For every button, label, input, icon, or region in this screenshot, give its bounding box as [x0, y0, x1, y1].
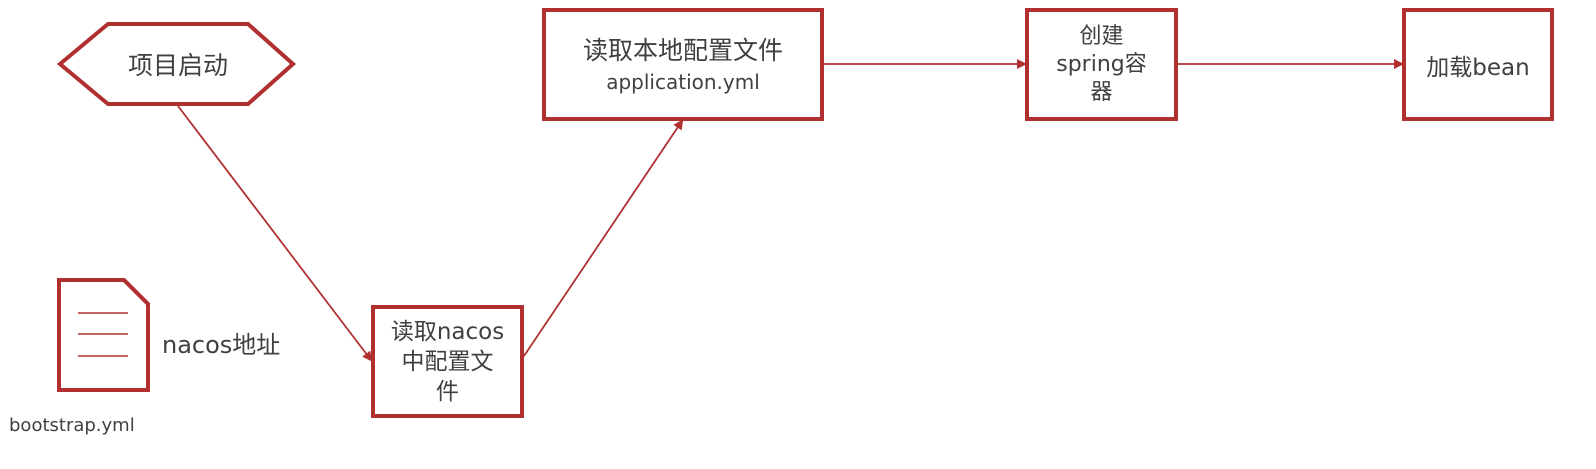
read-local-line-2: application.yml	[606, 69, 760, 94]
read-nacos-line-1: 读取nacos	[390, 318, 505, 345]
bootstrap-filename-label: bootstrap.yml	[9, 414, 135, 436]
start-hexagon-shape	[56, 22, 297, 106]
read-nacos-config-node: 读取nacos 中配置文 件	[371, 305, 524, 418]
read-nacos-line-3: 件	[436, 378, 459, 405]
create-container-line-1: 创建	[1079, 23, 1124, 49]
create-spring-container-node: 创建 spring容 器	[1025, 8, 1178, 121]
start-label: 项目启动	[127, 51, 228, 80]
document-icon	[57, 278, 150, 392]
load-bean-node: 加载bean	[1402, 8, 1554, 121]
read-local-line-1: 读取本地配置文件	[582, 35, 783, 65]
read-local-config-node: 读取本地配置文件 application.yml	[542, 8, 824, 121]
read-nacos-line-2: 中配置文	[401, 348, 494, 375]
create-container-line-2: spring容	[1056, 51, 1147, 77]
arrow-nacos-to-local	[523, 119, 684, 357]
bootstrap-name: nacos地址	[162, 326, 281, 359]
bootstrap-filename: bootstrap.yml	[9, 413, 135, 437]
start-node: 项目启动	[108, 24, 248, 104]
load-bean-label: 加载bean	[1426, 54, 1530, 81]
bootstrap-name-label: nacos地址	[162, 330, 281, 359]
arrow-start-to-nacos	[177, 105, 373, 362]
create-container-line-3: 器	[1090, 79, 1113, 105]
